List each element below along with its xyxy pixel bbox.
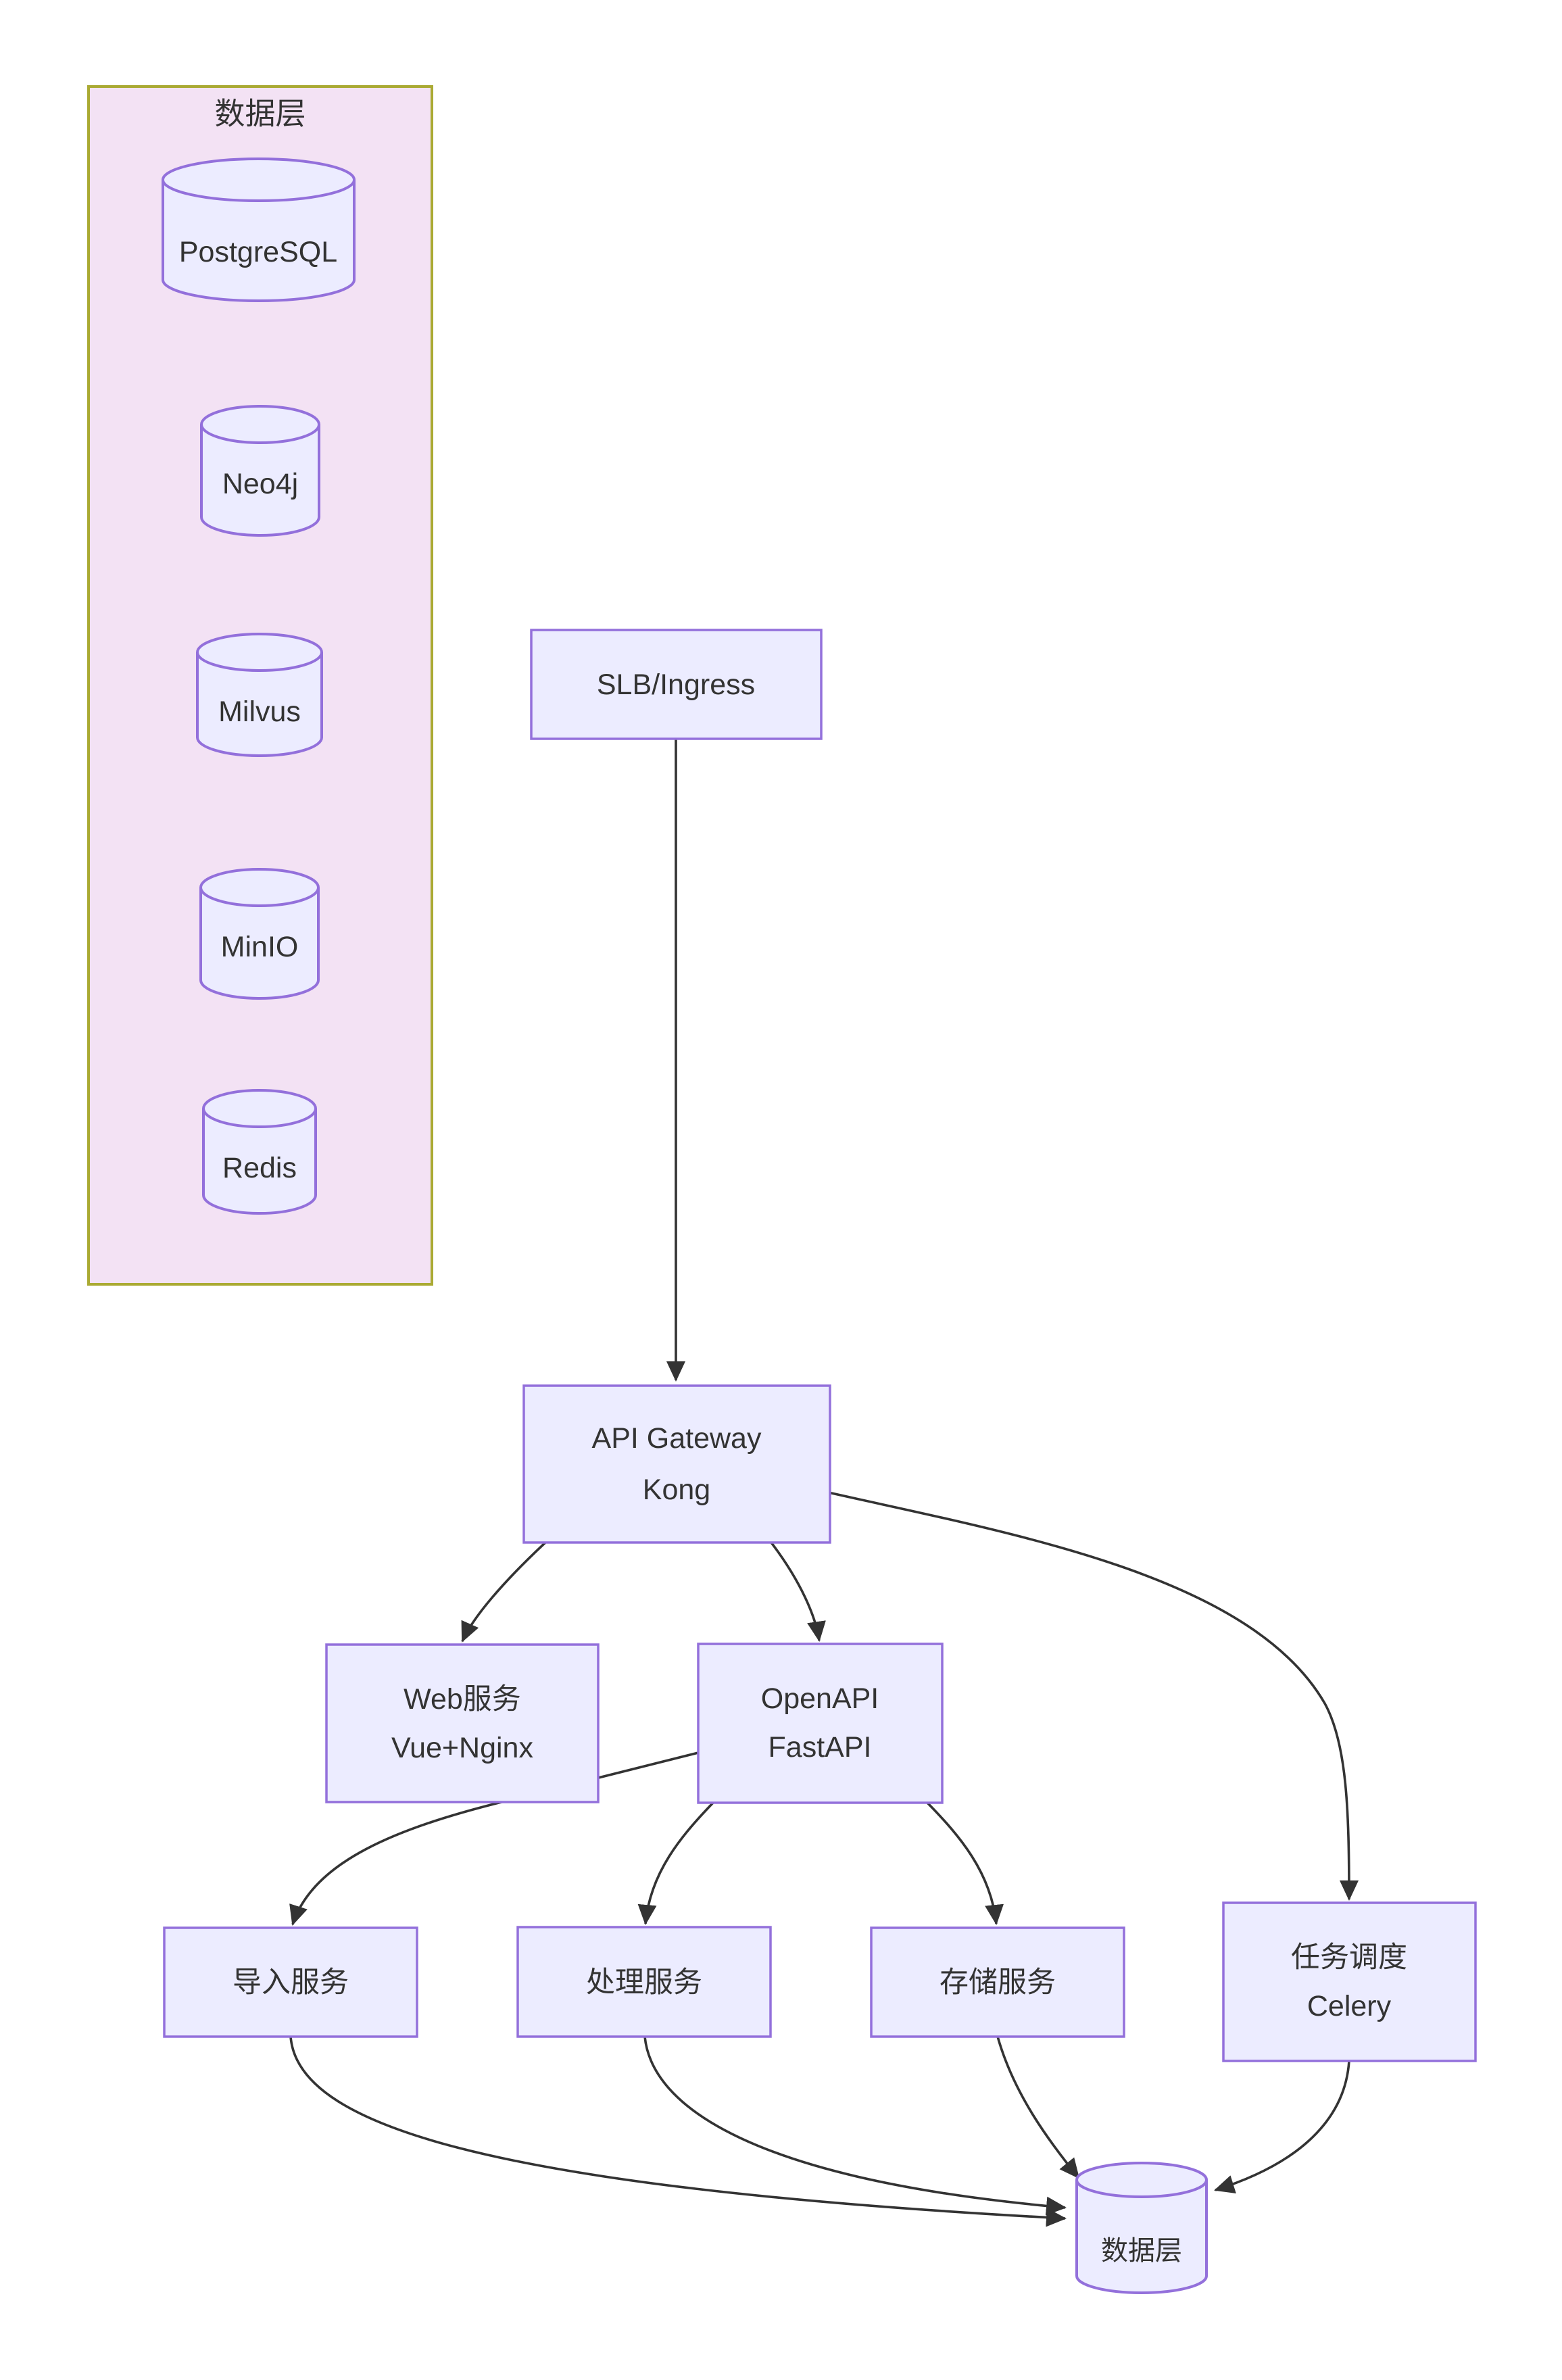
- node-slb: SLB/Ingress: [530, 629, 823, 740]
- minio-cylinder-top: [199, 868, 320, 907]
- processing-service-label: 处理服务: [586, 1966, 702, 1999]
- edge-api-gateway-to-task-scheduler: [828, 1491, 1359, 1901]
- postgresql-label: PostgreSQL: [179, 236, 337, 268]
- node-milvus: Milvus: [196, 633, 323, 757]
- node-data-layer-db: 数据层: [1075, 2162, 1208, 2294]
- edge-api-gateway-to-openapi: [770, 1541, 826, 1642]
- neo4j-cylinder-body: [200, 424, 320, 537]
- storage-service-label: 存储服务: [939, 1966, 1056, 1999]
- edge-openapi-to-processing-service: [637, 1801, 714, 1925]
- edge-openapi-to-import-service: [289, 1751, 699, 1926]
- node-postgresql: PostgreSQL: [162, 157, 356, 302]
- neo4j-cylinder-top: [200, 405, 320, 444]
- task-scheduler-label-line1: 任务调度: [1291, 1941, 1407, 1974]
- import-service-box: [163, 1926, 418, 2038]
- web-service-label-line1: Web服务: [404, 1683, 521, 1716]
- edge-openapi-to-storage-service: [926, 1801, 1004, 1925]
- edge-api-gateway-to-web-service: [461, 1541, 547, 1643]
- node-import-service: 导入服务: [163, 1926, 418, 2038]
- node-redis: Redis: [202, 1089, 317, 1215]
- openapi-box: [697, 1643, 944, 1804]
- cluster-data-layer-title: 数据层: [214, 97, 306, 131]
- node-minio: MinIO: [199, 868, 320, 1000]
- neo4j-label: Neo4j: [222, 468, 298, 500]
- web-service-box: [325, 1643, 600, 1803]
- node-neo4j: Neo4j: [200, 405, 320, 537]
- api-gateway-box: [522, 1384, 831, 1544]
- node-processing-service: 处理服务: [516, 1926, 772, 2038]
- node-storage-service: 存储服务: [870, 1926, 1125, 2038]
- minio-cylinder-body: [199, 888, 320, 1000]
- openapi-label-line2: FastAPI: [768, 1731, 872, 1764]
- storage-service-box: [870, 1926, 1125, 2038]
- edge-import-service-to-data-layer: [289, 2036, 1067, 2227]
- edge-layer: [289, 739, 1359, 2227]
- postgresql-cylinder-top: [162, 157, 356, 202]
- task-scheduler-label-line2: Celery: [1307, 1990, 1392, 2022]
- api-gateway-label-line2: Kong: [643, 1474, 710, 1506]
- redis-cylinder-top: [202, 1089, 317, 1128]
- task-scheduler-box: [1222, 1901, 1477, 2062]
- openapi-label-line1: OpenAPI: [761, 1682, 879, 1715]
- edge-storage-service-to-data-layer: [996, 2036, 1080, 2179]
- slb-label: SLB/Ingress: [597, 669, 755, 701]
- redis-cylinder-body: [202, 1109, 317, 1215]
- data-layer-db-label: 数据层: [1101, 2236, 1182, 2266]
- node-api-gateway: API Gateway Kong: [522, 1384, 831, 1544]
- api-gateway-label-line1: API Gateway: [592, 1422, 762, 1455]
- node-openapi: OpenAPI FastAPI: [697, 1643, 944, 1804]
- data-layer-cylinder-top: [1075, 2162, 1208, 2198]
- import-service-label: 导入服务: [233, 1966, 349, 1999]
- milvus-cylinder-body: [196, 652, 323, 757]
- edge-processing-service-to-data-layer: [643, 2036, 1067, 2216]
- milvus-label: Milvus: [218, 696, 301, 728]
- data-layer-cylinder-body: [1075, 2180, 1208, 2294]
- redis-label: Redis: [222, 1152, 297, 1184]
- processing-service-box: [516, 1926, 772, 2038]
- slb-box: [530, 629, 823, 740]
- web-service-label-line2: Vue+Nginx: [391, 1732, 533, 1764]
- node-task-scheduler: 任务调度 Celery: [1222, 1901, 1477, 2062]
- node-web-service: Web服务 Vue+Nginx: [325, 1643, 600, 1803]
- milvus-cylinder-top: [196, 633, 323, 672]
- edge-task-scheduler-to-data-layer: [1214, 2060, 1350, 2193]
- minio-label: MinIO: [221, 931, 299, 963]
- postgresql-cylinder-body: [162, 180, 356, 302]
